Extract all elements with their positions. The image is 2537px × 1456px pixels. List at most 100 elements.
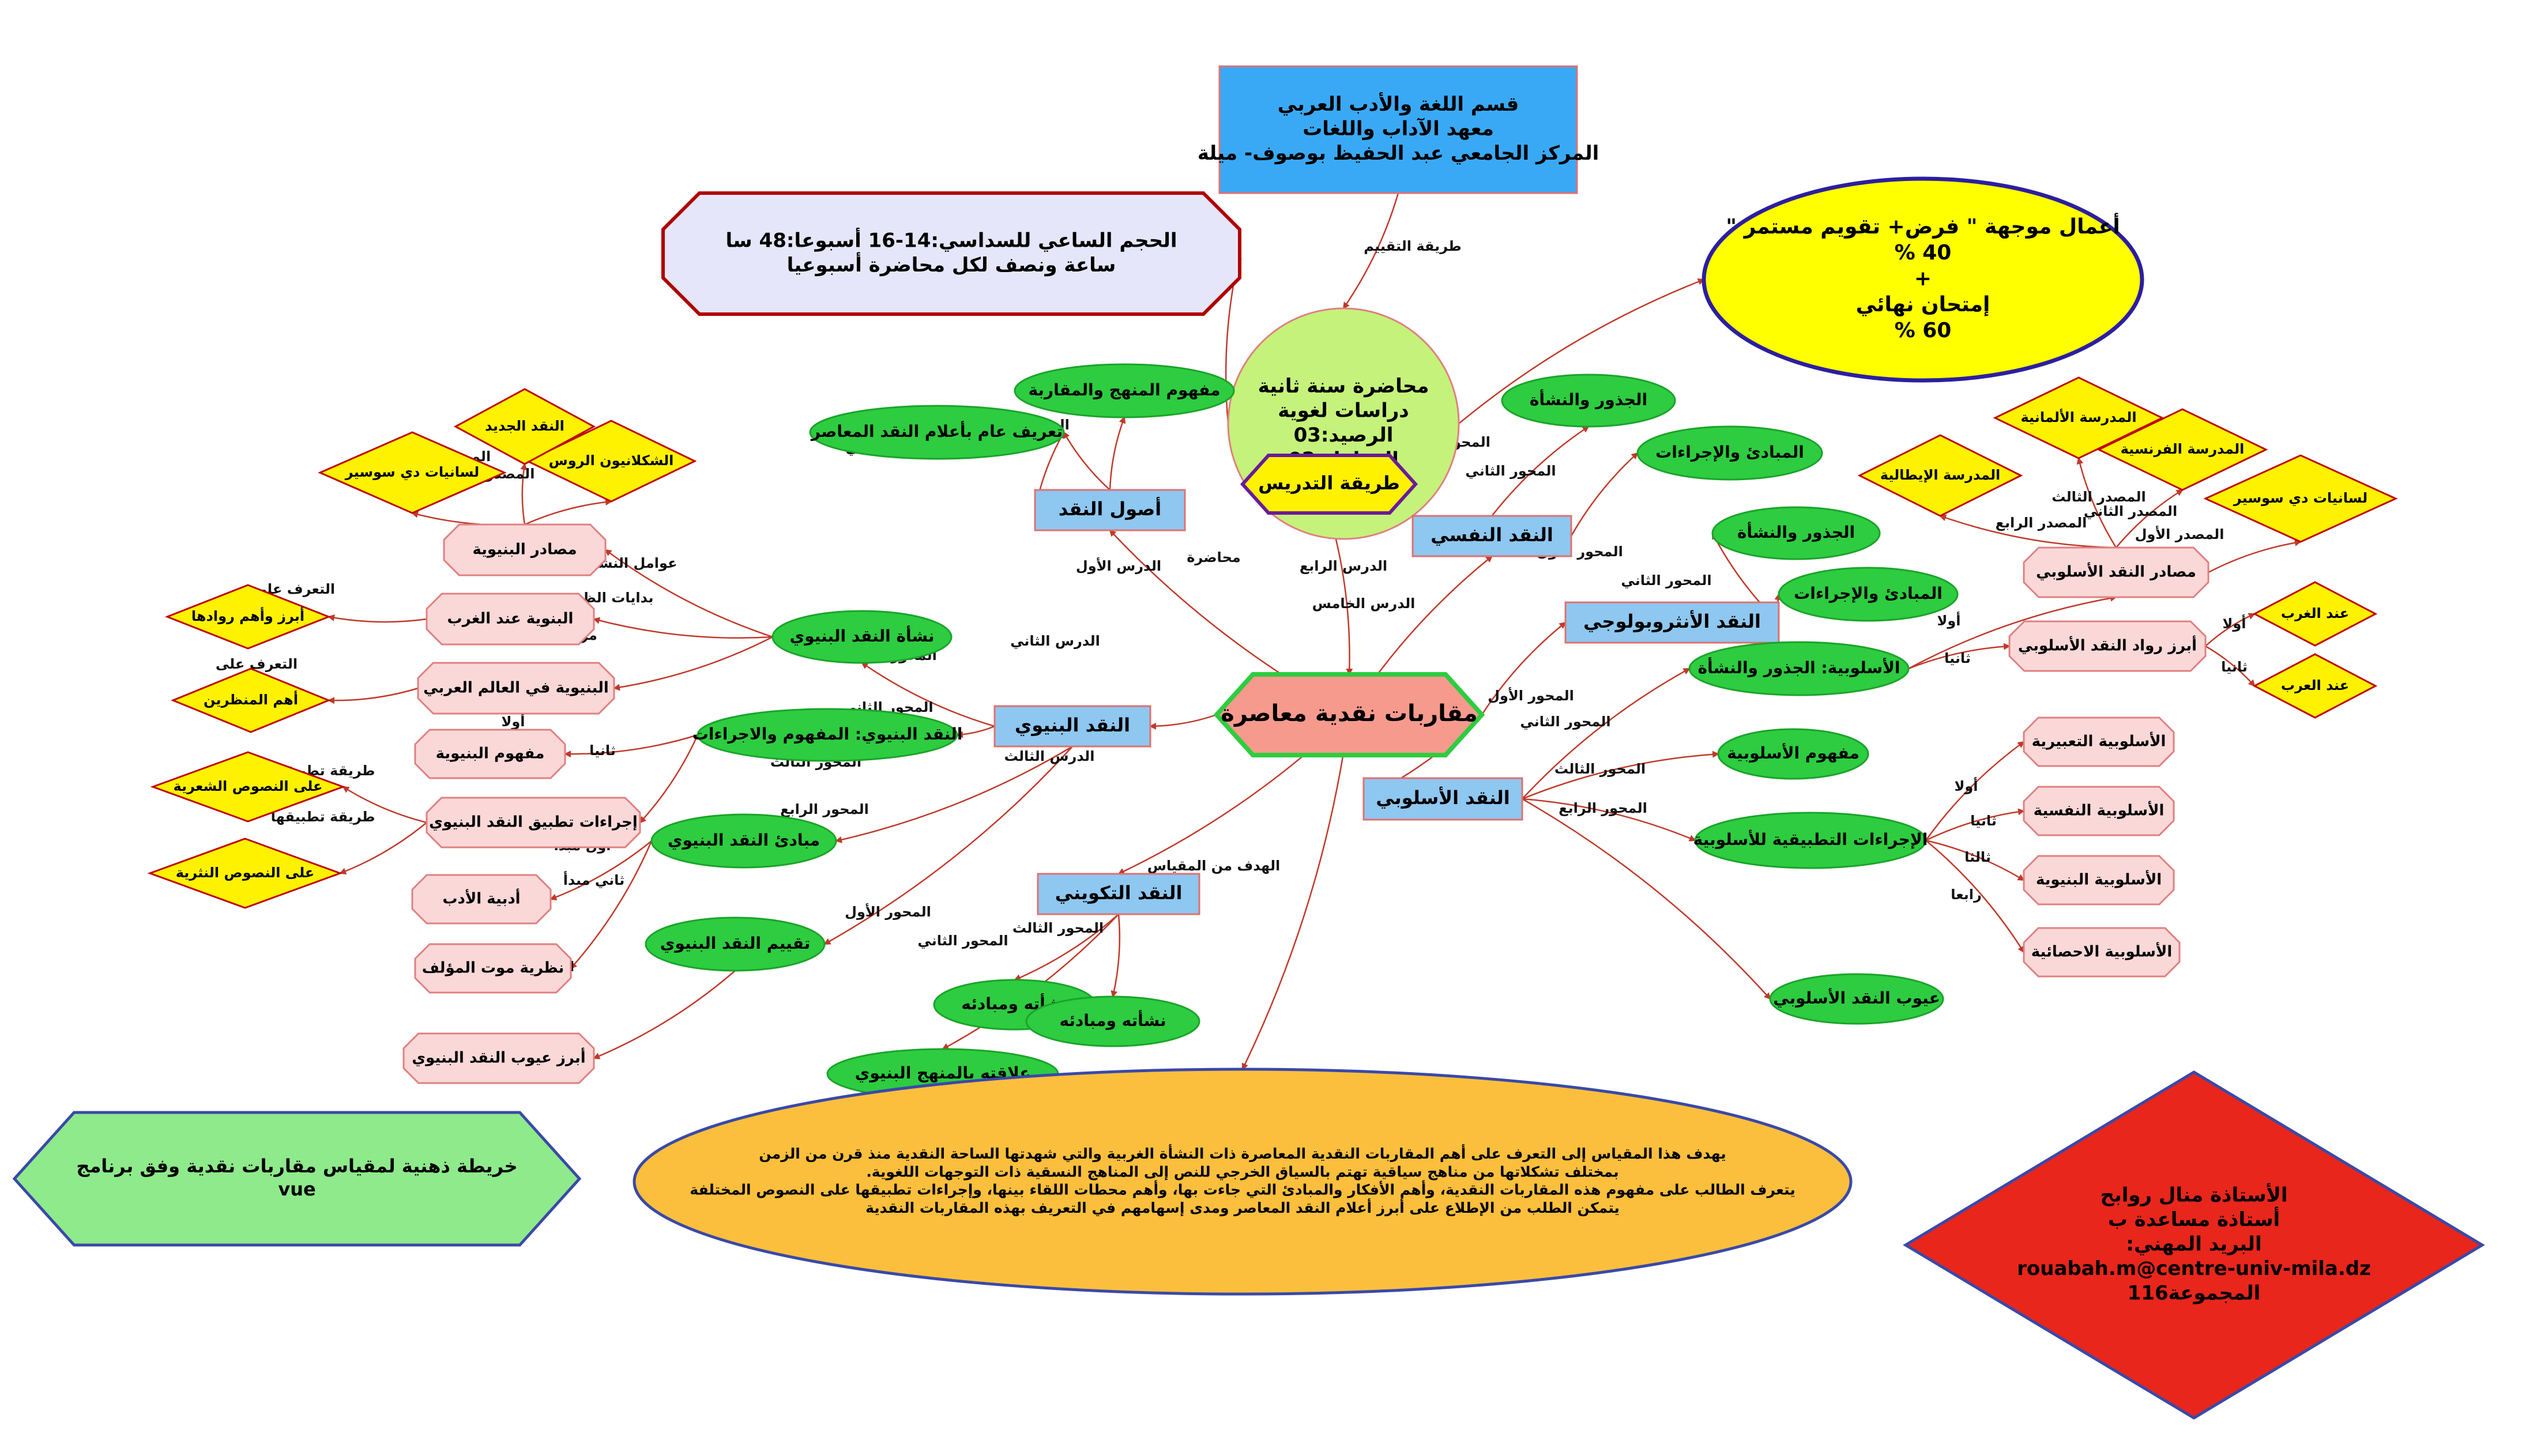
edge-s_mafhum-s_mafhum2	[564, 734, 698, 758]
node-teacher-line-0: الأستاذة منال روابح	[2100, 1183, 2287, 1207]
node-goal-line-3: يتمكن الطلب من الإطلاع على أبرز أعلام ال…	[865, 1198, 1620, 1217]
edge-uslubi-u_mafhum	[1522, 750, 1719, 800]
node-s_ahamm-label: أهم المنظرين	[204, 691, 298, 708]
node-nafsi1-label: الجذور والنشأة	[1530, 389, 1647, 409]
edge-label-m3: المحور الثالث	[1554, 761, 1646, 777]
node-u_binyawi-label: الأسلوبية البنيوية	[2036, 870, 2162, 889]
node-teacher-line-3: rouabah.m@centre-univ-mila.dz	[2017, 1257, 2371, 1280]
edge-u_judhur-u_masadir	[1908, 594, 2117, 670]
node-s_abraz-label: أبرز وأهم روادها	[191, 607, 304, 624]
node-u_mafhum-shape	[1717, 728, 1869, 780]
edge-s_ijraat-s_nathr	[339, 822, 427, 874]
node-s_sauss: لسانيات دي سوسير	[318, 431, 507, 514]
edge-usul-usul2	[1063, 431, 1111, 491]
node-u_sauss-shape	[2203, 454, 2398, 543]
node-s_abraz: أبرز وأهم روادها	[164, 584, 332, 650]
node-s_masadir: مصادر البنيوية	[443, 523, 607, 576]
node-uslubi: النقد الأسلوبي	[1362, 777, 1523, 821]
node-goal-line-2: يتعرف الطالب على مفهوم هذه المقاربات الن…	[690, 1180, 1795, 1199]
edge-takwini-t3	[1111, 914, 1121, 998]
edge-s_mafhum-s_ijraat	[639, 734, 699, 824]
node-s_adab: أدبية الأدب	[411, 874, 552, 925]
node-s_uyub: أبرز عيوب النقد البنيوي	[402, 1032, 595, 1084]
node-u_mafhum-label: مفهوم الأسلوبية	[1727, 743, 1860, 763]
node-u_tabiri-label: الأسلوبية التعبيرية	[2032, 732, 2166, 750]
node-u_ihsai-label: الأسلوبية الاحصائية	[2031, 942, 2173, 961]
node-u_fransi-shape	[2096, 408, 2268, 491]
edge-s_masadir-s_sauss	[411, 511, 525, 526]
edge-label-thalithan: ثالثا	[1964, 849, 1991, 865]
node-usul1-shape	[1014, 363, 1235, 418]
node-eval-shape	[1702, 176, 2144, 383]
node-s_abraz-shape	[164, 584, 332, 650]
edge-label-awwalan: أولا	[1954, 777, 1978, 794]
node-s_gharb-shape	[426, 593, 595, 646]
node-nafsi-shape	[1411, 515, 1572, 557]
node-dept-line-2: المركز الجامعي عبد الحفيظ بوصوف- ميلة	[1198, 142, 1599, 165]
node-s_mafhum2-label: مفهوم البنيوية	[436, 745, 545, 763]
edge-label-d3: الدرس الثالث	[1004, 748, 1095, 764]
edge-label-tariqa: طريقة تطبيقها	[271, 809, 375, 825]
edge-s_taqyim-s_uyub	[593, 970, 736, 1059]
edge-label-d5: الدرس الخامس	[1312, 595, 1416, 612]
node-anthro-shape	[1564, 601, 1780, 644]
node-u_ruwwad: أبرز رواد النقد الأسلوبي	[2008, 620, 2207, 672]
node-struct: النقد البنيوي	[993, 705, 1151, 748]
node-s_adab-shape	[411, 874, 552, 925]
edge-u_ruwwad-u_arab	[2205, 645, 2256, 687]
node-mindmap-line-0: خريطة ذهنية لمقياس مقاربات نقدية وفق برن…	[76, 1155, 517, 1177]
node-s_gharb-label: البنوية عند الغرب	[447, 610, 574, 628]
edge-nafsi-nafsi2	[1570, 452, 1639, 537]
node-goal-line-1: بمختلف تشكلاتها من مناهج سياقية تهتم بال…	[866, 1163, 1618, 1180]
node-s_shir-label: على النصوص الشعرية	[174, 778, 323, 794]
node-usul2-shape	[809, 405, 1065, 460]
node-struct-shape	[993, 705, 1151, 748]
node-u_ruwwad-label: أبرز رواد النقد الأسلوبي	[2018, 636, 2197, 655]
node-u_ijraat-label: الإجراءات التطبيقية للأسلوبية	[1693, 829, 1928, 849]
edge-label-m2: المحور الثاني	[1520, 714, 1610, 730]
edge-label-goal: الهدف من المقياس	[1147, 858, 1281, 874]
node-s_arab: البنيوية في العالم العربي	[417, 662, 615, 715]
node-s_nash-shape	[771, 610, 953, 664]
node-dept-shape	[1218, 65, 1578, 194]
edge-label-d2: الدرس الثاني	[1010, 633, 1100, 649]
node-anthro1-shape	[1711, 506, 1881, 560]
edge-label-m2: المحور الثاني	[1621, 572, 1711, 589]
edge-u_masadir-u_sauss	[2208, 539, 2302, 574]
edge-label-thani_mabda: ثاني مبدأ	[563, 871, 624, 888]
node-takwini-shape	[1037, 873, 1200, 915]
node-u_alman-shape	[1993, 376, 2165, 459]
edge-label-taarruf: التعرف على	[216, 656, 298, 672]
edge-u_masadir-u_ital	[1939, 514, 2117, 549]
node-takwini: النقد التكويني	[1037, 873, 1200, 915]
node-s_mawt-label: نظرية موت المؤلف	[422, 960, 564, 977]
edge-label-thaniyan: ثانيا	[1944, 650, 1971, 666]
node-s_mabadi-label: مبادئ النقد البنيوي	[668, 831, 820, 850]
node-u_ital-shape	[1857, 434, 2023, 517]
edge-s_nash-s_arab	[613, 636, 773, 691]
edge-struct-s_mafhum	[956, 725, 995, 738]
node-teacher-line-4: المجموعة116	[2128, 1282, 2261, 1305]
node-eval-line-0: أعمال موجهة " فرض+ تقويم مستمر "	[1726, 213, 2120, 239]
edge-u_ijraat-u_binyawi	[1925, 839, 2025, 881]
edge-label-s4: المصدر الرابع	[1996, 515, 2087, 531]
node-nafsi2-shape	[1636, 425, 1823, 481]
edge-lecture-eval	[1458, 278, 1705, 424]
node-usul-shape	[1034, 489, 1186, 531]
node-uslubi-label: النقد الأسلوبي	[1376, 786, 1510, 809]
node-u_fransi: المدرسة الفرنسية	[2096, 408, 2268, 491]
node-s_sauss-shape	[318, 431, 507, 514]
node-center-shape	[1213, 672, 1485, 757]
node-u_ihsai-shape	[2023, 927, 2181, 978]
node-teacher-line-2: البريد المهني:	[2126, 1233, 2261, 1256]
edge-label-s1: المصدر الأول	[2135, 526, 2224, 542]
node-s_nathr: على النصوص النثرية	[147, 838, 343, 909]
node-s_mafhum-label: النقد البنيوي: المفهوم والاجراءات	[692, 725, 963, 744]
edge-s_arab-s_ahamm	[328, 687, 419, 704]
edge-nafsi-nafsi1	[1491, 425, 1590, 516]
node-u_nafsi: الأسلوبية النفسية	[2023, 786, 2175, 836]
node-u_uyub-label: عيوب النقد الأسلوبي	[1773, 988, 1940, 1008]
node-hours: الحجم الساعي للسداسي:14-16 أسبوعا:48 ساس…	[661, 191, 1241, 316]
